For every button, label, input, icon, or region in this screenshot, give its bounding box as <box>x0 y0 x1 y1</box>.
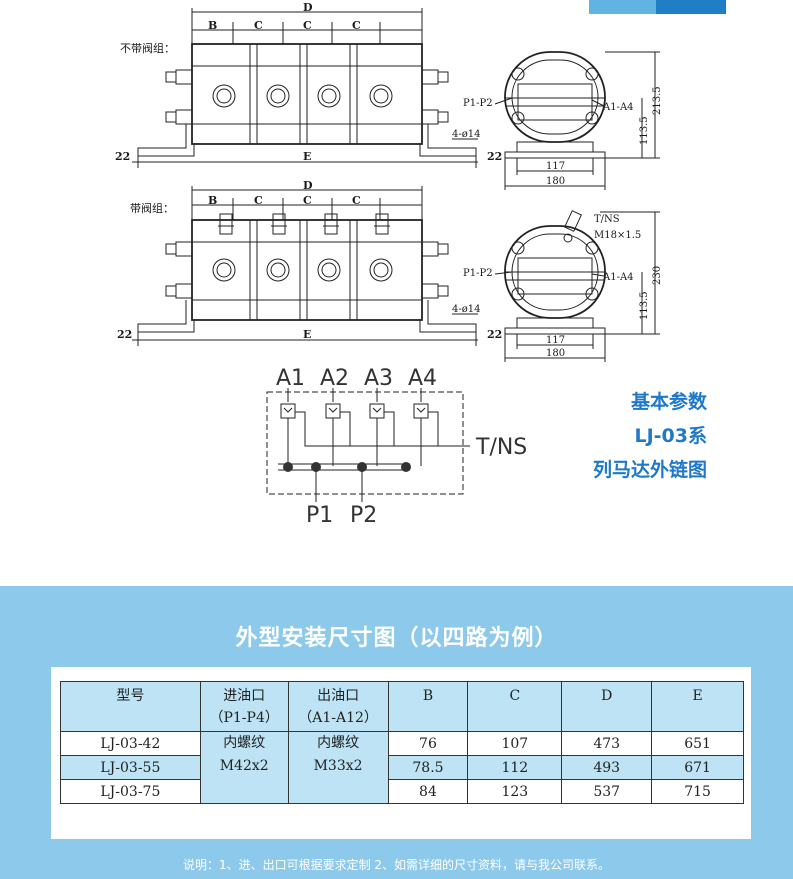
header-b: B <box>387 681 469 732</box>
cell-d: 473 <box>561 731 653 756</box>
dim-c-label: C <box>303 19 312 32</box>
header-outlet: 出油口 （A1-A12） <box>287 681 389 732</box>
dim-e-label: E <box>303 328 311 341</box>
port-out-label: A1-A4 <box>602 102 634 113</box>
footnote: 说明：1、进、出口可根据要求定制 2、如需详细的尺寸资料，请与我公司联系。 <box>182 858 611 872</box>
port-p2: P2 <box>350 503 377 528</box>
cell-c: 123 <box>467 779 563 804</box>
dim-e-label: E <box>303 150 311 163</box>
cell-e: 651 <box>651 731 744 756</box>
width-outer-top: 180 <box>546 176 565 187</box>
section-title: 外型安装尺寸图（以四路为例） <box>235 626 558 651</box>
caption-line-3: 列马达外链图 <box>592 459 707 481</box>
cell-b: 84 <box>387 779 469 804</box>
dim-b-label: B <box>208 19 217 32</box>
header-model: 型号 <box>60 681 201 732</box>
port-a4: A4 <box>408 366 437 391</box>
tns-port: T/NS <box>475 435 527 460</box>
dim-b-label: B <box>208 194 217 207</box>
height-total-top: 213.5 <box>652 86 663 115</box>
port-a2: A2 <box>320 366 349 391</box>
dim-22-right: 22 <box>487 328 502 341</box>
dim-22-left: 22 <box>117 328 132 341</box>
hole-label: 4-ø14 <box>452 304 481 315</box>
port-out-label: A1-A4 <box>602 272 634 283</box>
front-view-top: D B C C C 不带阀组： <box>115 1 502 168</box>
port-p1: P1 <box>306 503 333 528</box>
front-view-bottom: D B C C C 带阀组： <box>117 179 502 346</box>
cell-c: 112 <box>467 755 563 780</box>
drawing-caption: 基本参数 LJ-03系 列马达外链图 <box>593 385 707 487</box>
caption-line-1: 基本参数 <box>630 391 707 413</box>
cell-inlet: 内螺纹 M42x2 <box>199 731 289 804</box>
cell-b: 78.5 <box>387 755 469 780</box>
dim-c-label: C <box>352 19 361 32</box>
label-with-valve: 带阀组： <box>130 201 174 215</box>
table-row: LJ-03-75 84 123 537 715 <box>60 779 744 804</box>
top-accent-bar-dark <box>656 0 726 14</box>
cell-e: 671 <box>651 755 744 780</box>
header-d: D <box>561 681 653 732</box>
dim-c-label: C <box>352 194 361 207</box>
side-view-top: P1-P2 A1-A4 213.5 113.5 117 180 <box>463 51 663 190</box>
header-e: E <box>651 681 744 732</box>
table-row: LJ-03-55 78.5 112 493 671 <box>60 755 744 780</box>
table-row: LJ-03-42 内螺纹 M42x2 内螺纹 M33x2 76 107 473 … <box>60 731 744 804</box>
cell-model: LJ-03-75 <box>60 779 201 804</box>
port-in-label: P1-P2 <box>463 268 493 279</box>
cell-d: 493 <box>561 755 653 780</box>
dim-22-left: 22 <box>115 150 130 163</box>
dim-d-label: D <box>303 1 313 14</box>
width-inner-top: 117 <box>546 161 565 172</box>
cell-outlet: 内螺纹 M33x2 <box>287 731 389 804</box>
width-outer-bottom: 180 <box>546 348 565 359</box>
engineering-drawing: D B C C C 不带阀组： <box>115 1 663 528</box>
label-no-valve: 不带阀组： <box>120 41 175 55</box>
dimension-table: 型号 进油口 （P1-P4） 出油口 （A1-A12） B C D E LJ-0… <box>60 681 744 804</box>
hydraulic-schematic: A1 A2 A3 A4 T/NS P1 P2 <box>266 366 527 528</box>
height-center-bottom: 113.5 <box>639 291 650 320</box>
caption-line-2: LJ-03系 <box>634 425 707 447</box>
header-c: C <box>467 681 563 732</box>
dim-c-label: C <box>254 194 263 207</box>
cell-e: 715 <box>651 779 744 804</box>
dim-22-right: 22 <box>487 150 502 163</box>
height-total-bottom: 230 <box>652 266 663 285</box>
cell-model: LJ-03-42 <box>60 731 201 756</box>
m18-label: M18×1.5 <box>594 230 641 241</box>
cell-model: LJ-03-55 <box>60 755 201 780</box>
hole-label: 4-ø14 <box>452 129 481 140</box>
height-center-top: 113.5 <box>639 116 650 145</box>
dim-d-label: D <box>303 179 313 192</box>
width-inner-bottom: 117 <box>546 335 565 346</box>
side-view-bottom: T/NS M18×1.5 P1-P2 A1-A4 230 113.5 117 1… <box>463 210 663 362</box>
dim-c-label: C <box>254 19 263 32</box>
port-a1: A1 <box>276 366 305 391</box>
header-inlet: 进油口 （P1-P4） <box>199 681 289 732</box>
cell-c: 107 <box>467 731 563 756</box>
port-in-label: P1-P2 <box>463 98 493 109</box>
dim-c-label: C <box>303 194 312 207</box>
port-a3: A3 <box>364 366 393 391</box>
tns-label: T/NS <box>594 214 620 225</box>
cell-b: 76 <box>387 731 469 756</box>
cell-d: 537 <box>561 779 653 804</box>
table-header-row: 型号 进油口 （P1-P4） 出油口 （A1-A12） B C D E <box>60 681 744 732</box>
